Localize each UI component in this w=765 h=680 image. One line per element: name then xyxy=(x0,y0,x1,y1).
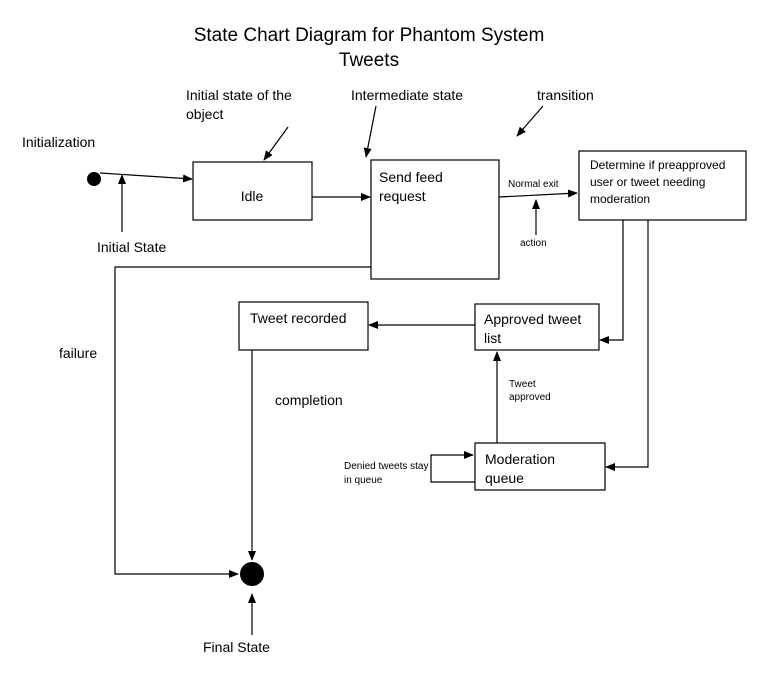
initial-state-of-object-label: Initial state of the xyxy=(186,87,292,103)
action-label: action xyxy=(520,238,547,249)
state-send-feed-label: Send feed xyxy=(379,169,443,185)
determine-to-moderation-transition xyxy=(605,220,649,471)
state-approved-label: Approved tweet xyxy=(484,311,581,327)
state-determine-label-3: moderation xyxy=(590,192,650,206)
final-state-node xyxy=(240,562,264,586)
state-moderation-queue: Moderation queue xyxy=(474,442,606,491)
state-moderation-label-2: queue xyxy=(485,470,524,486)
initial-state-label: Initial State xyxy=(97,239,166,255)
moderation-self-loop-transition xyxy=(430,451,475,483)
state-idle-label: Idle xyxy=(241,188,264,204)
normal-exit-label: Normal exit xyxy=(508,179,559,190)
state-determine-label: Determine if preapproved xyxy=(590,158,725,172)
intermediate-state-label: Intermediate state xyxy=(351,87,463,103)
state-determine-label-2: user or tweet needing xyxy=(590,175,705,189)
state-tweet-recorded: Tweet recorded xyxy=(238,301,369,351)
completion-label: completion xyxy=(275,392,343,408)
diagram-title-line2: Tweets xyxy=(339,50,399,71)
failure-label: failure xyxy=(59,345,97,361)
failure-transition xyxy=(114,266,371,578)
intermediate-state-pointer-arrow xyxy=(363,105,377,158)
send-feed-to-determine-transition xyxy=(498,189,578,198)
initialization-label: Initialization xyxy=(22,134,95,150)
final-state-label: Final State xyxy=(203,639,270,655)
transition-label: transition xyxy=(537,87,594,103)
diagram-title-line1: State Chart Diagram for Phantom System xyxy=(194,25,545,46)
determine-to-approved-transition xyxy=(599,220,624,344)
transition-pointer-arrow xyxy=(516,105,544,137)
state-approved-tweet-list: Approved tweet list xyxy=(474,303,600,351)
state-idle: Idle xyxy=(192,161,313,221)
state-tweet-recorded-label: Tweet recorded xyxy=(250,310,347,326)
state-moderation-label: Moderation xyxy=(485,451,555,467)
state-determine-preapproved: Determine if preapproved user or tweet n… xyxy=(578,150,747,221)
initial-state-node xyxy=(87,172,101,186)
tweet-approved-label: Tweet xyxy=(509,379,536,390)
denied-tweets-label-2: in queue xyxy=(344,475,383,486)
init-to-idle-transition xyxy=(99,172,193,183)
state-approved-label-2: list xyxy=(484,330,501,346)
initial-state-pointer-arrow xyxy=(263,126,289,161)
denied-tweets-label: Denied tweets stay xyxy=(344,461,429,472)
initial-state-of-object-label-2: object xyxy=(186,106,223,122)
tweet-approved-label-2: approved xyxy=(509,392,551,403)
state-send-feed-request: Send feed request xyxy=(370,159,500,280)
state-send-feed-label-2: request xyxy=(379,188,426,204)
